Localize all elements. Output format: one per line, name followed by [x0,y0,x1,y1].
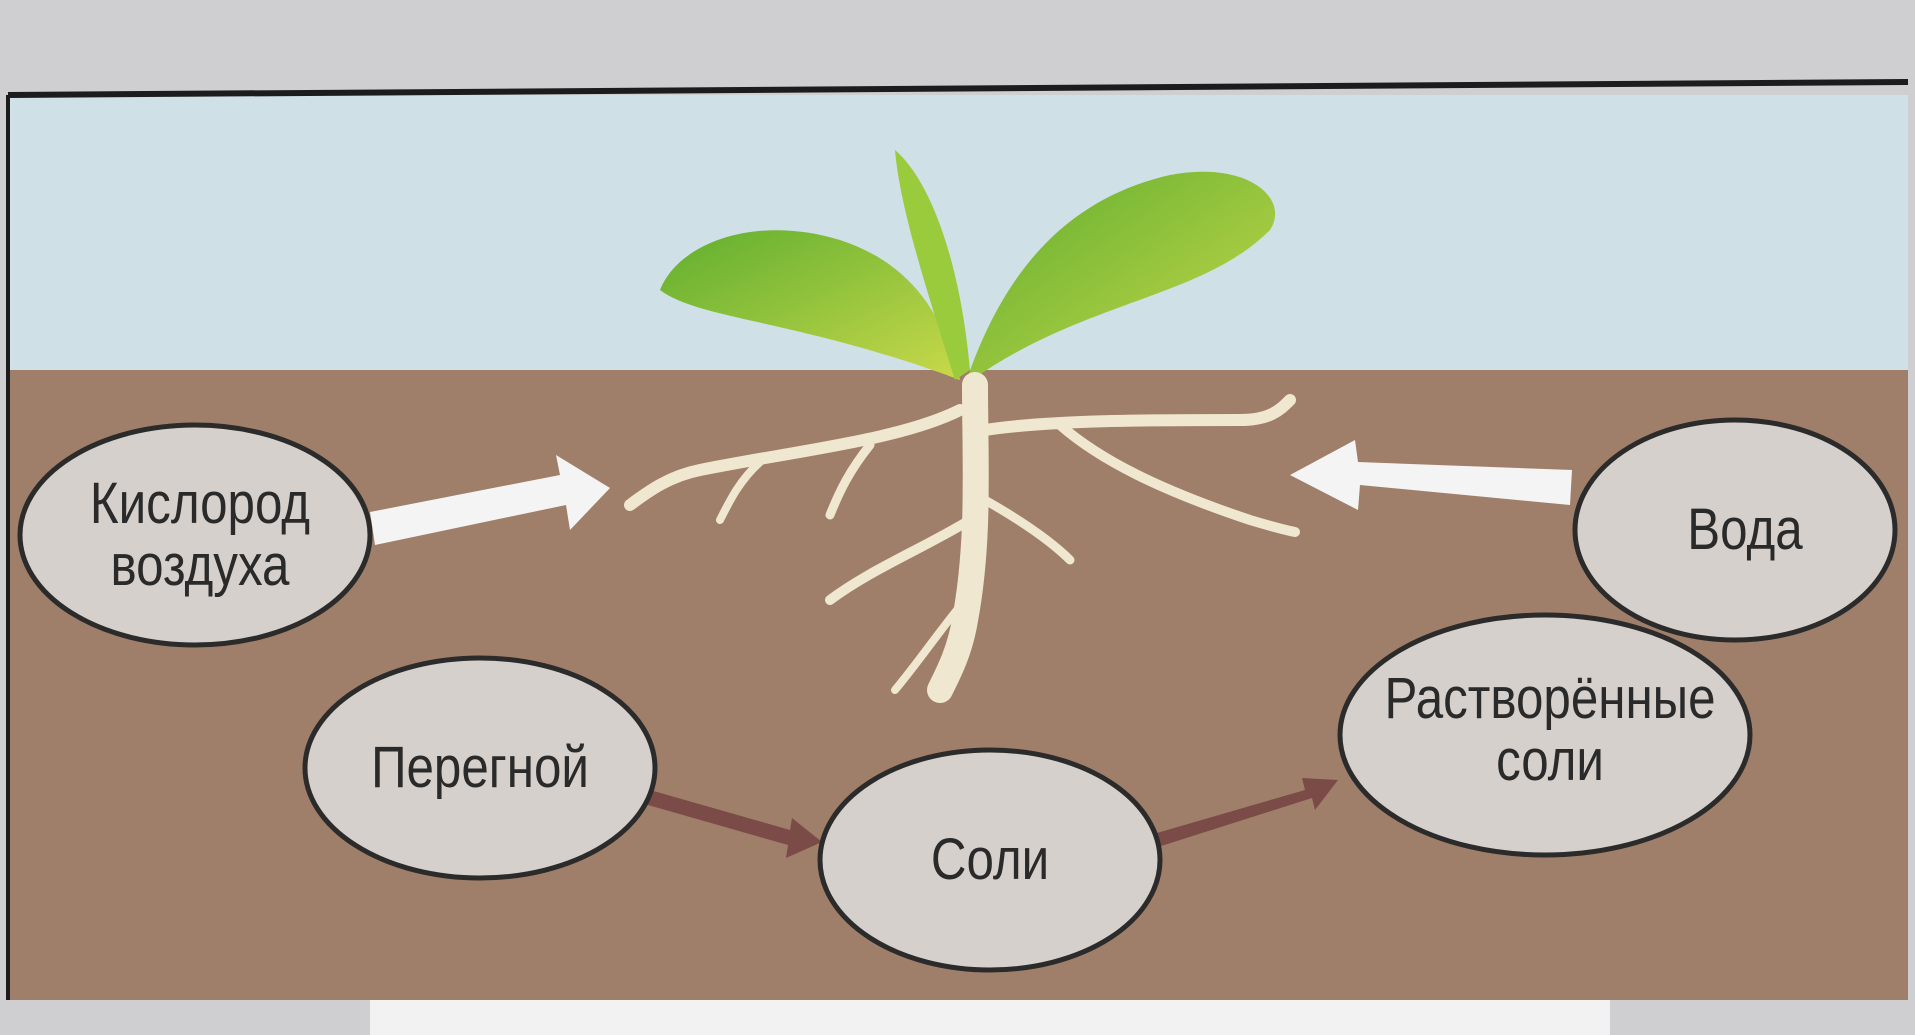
node-oxygen-label: Кислород воздуха [90,473,310,597]
node-water-line-1: Вода [1687,499,1802,561]
node-oxygen-line-1: Кислород [90,473,310,535]
node-humus-line-1: Перегной [371,737,589,799]
node-salts-line-1: Соли [931,829,1049,891]
caption-strip [370,1000,1610,1035]
node-salts-label: Соли [931,829,1049,891]
node-dissolved-line-2: соли [1384,730,1715,792]
node-humus-label: Перегной [371,737,589,799]
node-water-label: Вода [1687,499,1802,561]
node-dissolved-label: Растворённые соли [1384,668,1715,792]
node-dissolved-line-1: Растворённые [1384,668,1715,730]
node-oxygen-line-2: воздуха [90,535,310,597]
